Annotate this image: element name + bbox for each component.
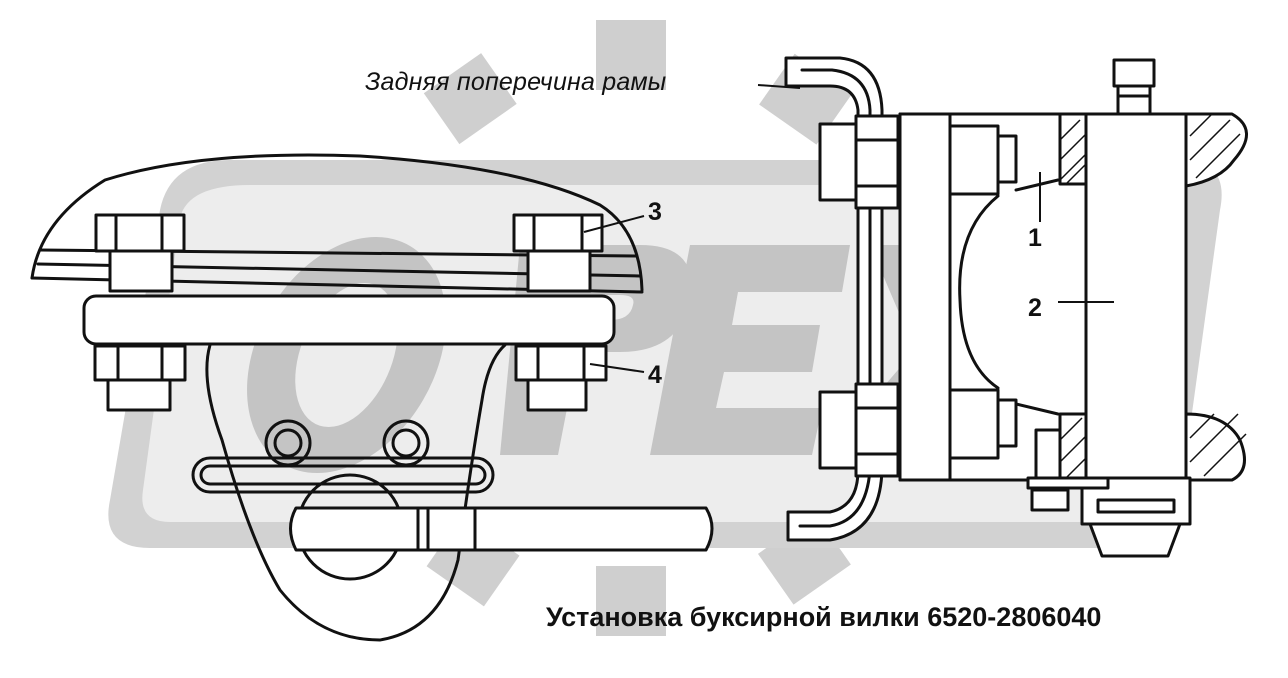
- callout-1: 1: [1028, 224, 1042, 252]
- leader-frame-label: [757, 84, 801, 89]
- leader-3: [583, 215, 645, 233]
- diagram-caption: Установка буксирной вилки 6520-2806040: [546, 602, 1102, 632]
- section-hatching: [1059, 113, 1247, 479]
- callout-3: 3: [648, 198, 662, 226]
- frame-crossmember-label: Задняя поперечина рамы: [365, 68, 667, 96]
- leader-4: [589, 363, 645, 373]
- callout-2: 2: [1028, 294, 1042, 322]
- tow-hitch-assembly: [30, 56, 1248, 642]
- leader-lines: [583, 84, 1114, 373]
- callout-4: 4: [648, 361, 662, 389]
